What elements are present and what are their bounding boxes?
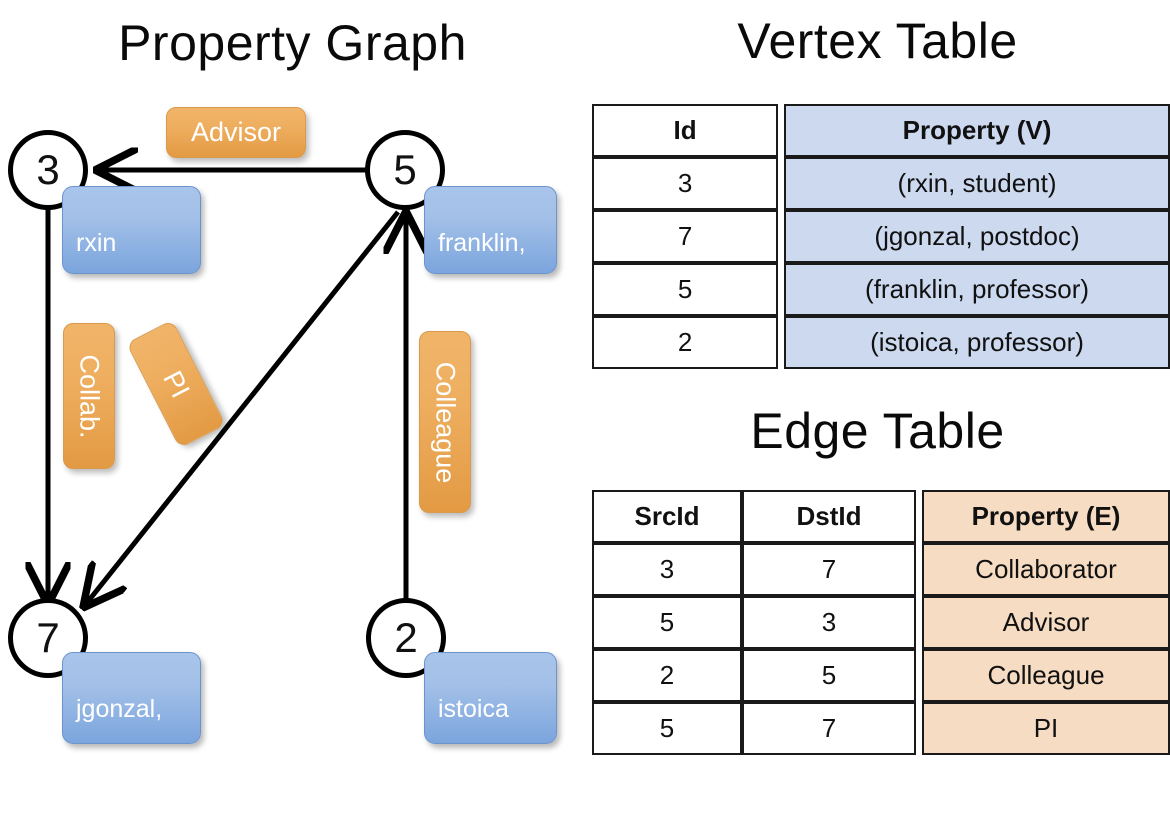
vertex-property-box-2-line2: prof.: [438, 755, 489, 784]
table-row: 2 5 Colleague: [592, 649, 1170, 702]
edge-label-collab: Collab.: [63, 323, 115, 469]
vertex-table-column-gap: [778, 104, 785, 157]
vertex-table-cell-id: 3: [592, 157, 779, 210]
vertex-table-cell-id: 5: [592, 263, 779, 316]
vertex-node-2-label: 2: [394, 614, 418, 661]
vertex-node-5[interactable]: 5: [365, 130, 445, 210]
vertex-property-box-3-line1: rxin: [76, 228, 117, 257]
edge-table-cell-property: Colleague: [922, 649, 1170, 702]
edge-label-colleague: Colleague: [419, 331, 471, 513]
vertex-table-column-gap: [778, 157, 785, 210]
edge-table-cell-srcid: 5: [592, 702, 742, 755]
edge-table-cell-srcid: 3: [592, 543, 742, 596]
vertex-table-column-gap: [778, 316, 785, 369]
vertex-property-box-2: istoica prof.: [424, 652, 557, 784]
edge-table-column-gap: [916, 596, 922, 649]
edge-label-collab-text: Collab.: [74, 353, 105, 439]
edge-label-pi-text: PI: [157, 365, 196, 402]
vertex-property-box-5-line1: franklin,: [438, 228, 526, 257]
edge-table-column-gap: [916, 649, 922, 702]
property-graph-diagram: 3 5 7 2 rxin stu. franklin, prof. jgonza…: [0, 0, 585, 784]
vertex-node-7-label: 7: [36, 614, 60, 661]
vertex-table-header-property: Property (V): [784, 104, 1170, 157]
graph-edges-svg: [0, 0, 585, 760]
vertex-property-box-5-line2: prof.: [438, 289, 489, 318]
vertex-property-box-2-line1: istoica: [438, 694, 509, 723]
table-row: 2 (istoica, professor): [592, 316, 1170, 369]
table-row: 5 (franklin, professor): [592, 263, 1170, 316]
table-row: 3 (rxin, student): [592, 157, 1170, 210]
vertex-table-header-id: Id: [592, 104, 779, 157]
edge-label-colleague-text: Colleague: [430, 361, 461, 483]
vertex-table-header-row: Id Property (V): [592, 104, 1170, 157]
vertex-table-cell-property: (franklin, professor): [784, 263, 1170, 316]
vertex-property-box-7-line2: pst.doc.: [76, 755, 164, 784]
table-row: 3 7 Collaborator: [592, 543, 1170, 596]
vertex-table-cell-property: (jgonzal, postdoc): [784, 210, 1170, 263]
vertex-property-box-3-line2: stu.: [76, 289, 117, 318]
vertex-table-cell-property: (rxin, student): [784, 157, 1170, 210]
vertex-node-5-label: 5: [393, 146, 417, 193]
edge-table-header-srcid: SrcId: [592, 490, 742, 543]
edge-label-advisor: Advisor: [166, 107, 306, 158]
edge-table-cell-dstid: 7: [742, 543, 916, 596]
vertex-table-cell-id: 2: [592, 316, 779, 369]
edge-label-advisor-text: Advisor: [190, 117, 282, 147]
vertex-table-cell-id: 7: [592, 210, 779, 263]
edge-table-cell-dstid: 5: [742, 649, 916, 702]
edge-table-cell-dstid: 3: [742, 596, 916, 649]
edge-table-header-property: Property (E): [922, 490, 1170, 543]
edge-table-header-row: SrcId DstId Property (E): [592, 490, 1170, 543]
edge-table-header-dstid: DstId: [742, 490, 916, 543]
edge-table-cell-property: Collaborator: [922, 543, 1170, 596]
edge-table-column-gap: [916, 543, 922, 596]
page-title-property-graph: Property Graph: [118, 15, 467, 71]
edge-table-cell-srcid: 2: [592, 649, 742, 702]
vertex-table: Id Property (V) 3 (rxin, student) 7 (jgo…: [592, 104, 1170, 369]
edge-table: SrcId DstId Property (E) 3 7 Collaborato…: [592, 490, 1170, 755]
table-row: 7 (jgonzal, postdoc): [592, 210, 1170, 263]
vertex-node-3-label: 3: [36, 146, 60, 193]
page-title-edge-table: Edge Table: [750, 403, 1005, 459]
vertex-property-box-7-line1: jgonzal,: [76, 694, 163, 723]
edge-table-cell-dstid: 7: [742, 702, 916, 755]
edge-table-column-gap: [916, 702, 922, 755]
edge-table-cell-srcid: 5: [592, 596, 742, 649]
edge-table-cell-property: Advisor: [922, 596, 1170, 649]
vertex-property-box-5: franklin, prof.: [424, 186, 557, 318]
table-row: 5 3 Advisor: [592, 596, 1170, 649]
vertex-property-box-3: rxin stu.: [62, 186, 201, 318]
page-title-vertex-table: Vertex Table: [737, 13, 1018, 69]
edge-table-column-gap: [916, 490, 922, 543]
vertex-node-2[interactable]: 2: [366, 598, 446, 678]
vertex-property-box-7: jgonzal, pst.doc.: [62, 652, 201, 784]
vertex-table-column-gap: [778, 263, 785, 316]
edge-5-to-7-pi: [86, 210, 400, 604]
vertex-table-cell-property: (istoica, professor): [784, 316, 1170, 369]
table-row: 5 7 PI: [592, 702, 1170, 755]
vertex-table-column-gap: [778, 210, 785, 263]
edge-table-cell-property: PI: [922, 702, 1170, 755]
